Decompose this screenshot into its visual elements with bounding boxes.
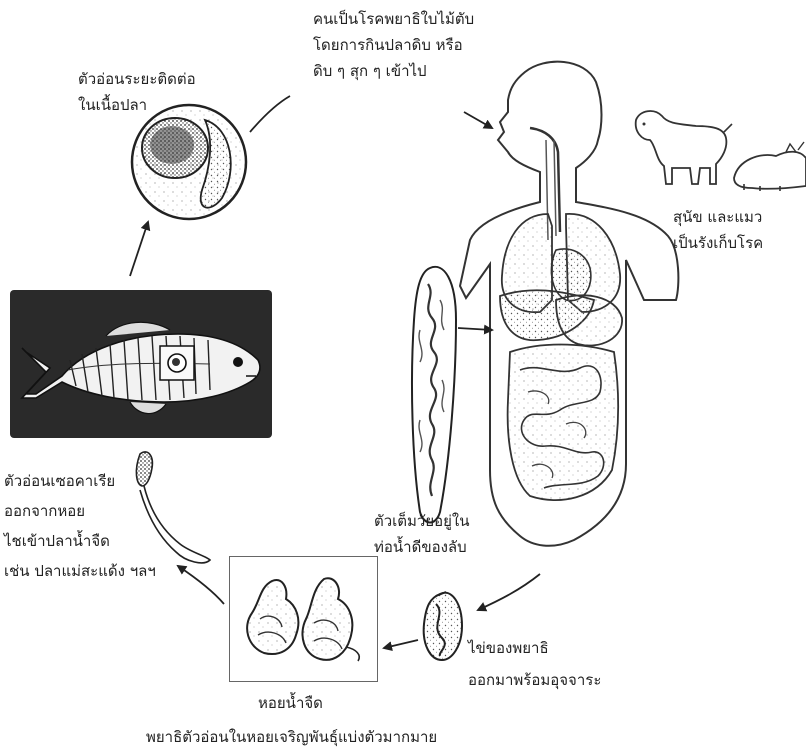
arrow-label-to-mouth xyxy=(464,112,492,128)
snail-multiplication-label: พยาธิตัวอ่อนในหอยเจริญพันธุ์แบ่งตัวมากมา… xyxy=(146,724,437,750)
dog-cat-illustration xyxy=(636,111,806,191)
fluke-egg-illustration xyxy=(424,592,462,660)
cercaria-label: ตัวอ่อนเซอคาเรีย ออกจากหอย ไชเข้าปลาน้ำจ… xyxy=(4,466,156,586)
human-infection-line-2: โดยการกินปลาดิบ หรือ xyxy=(313,32,474,58)
adult-fluke-line-2: ท่อน้ำดีของลับ xyxy=(374,534,470,560)
cercaria-line-3: ไชเข้าปลาน้ำจืด xyxy=(4,526,156,556)
arrow-cyst-to-human xyxy=(250,96,290,132)
reservoir-hosts-line-2: เป็นรังเก็บโรค xyxy=(673,230,763,256)
cyst-in-fish-line-2: ในเนื้อปลา xyxy=(78,92,196,118)
fish-illustration xyxy=(10,290,272,438)
reservoir-hosts-label: สุนัข และแมว เป็นรังเก็บโรค xyxy=(673,204,763,256)
fish-illustration-panel xyxy=(10,290,272,438)
snail-illustration-panel xyxy=(229,556,378,682)
metacercaria-cyst-illustration xyxy=(132,105,246,219)
arrow-human-to-egg xyxy=(478,574,540,610)
egg-line-2: ออกมาพร้อมอุจจาระ xyxy=(468,664,601,696)
adult-fluke-label: ตัวเต็มวัยอยู่ใน ท่อน้ำดีของลับ xyxy=(374,508,470,560)
cercaria-line-4: เช่น ปลาแม่สะแด้ง ฯลฯ xyxy=(4,556,156,586)
cercaria-line-1: ตัวอ่อนเซอคาเรีย xyxy=(4,466,156,496)
egg-label: ไข่ของพยาธิ ออกมาพร้อมอุจจาระ xyxy=(468,632,601,696)
adult-fluke-illustration xyxy=(412,267,456,523)
reservoir-hosts-line-1: สุนัข และแมว xyxy=(673,204,763,230)
arrow-fluke-to-liver xyxy=(458,328,492,330)
arrow-egg-to-snail xyxy=(384,640,418,648)
cyst-in-fish-label: ตัวอ่อนระยะติดต่อ ในเนื้อปลา xyxy=(78,66,196,118)
adult-fluke-line-1: ตัวเต็มวัยอยู่ใน xyxy=(374,508,470,534)
snail-label: หอยน้ำจืด xyxy=(258,690,323,716)
snail-illustration xyxy=(230,557,377,681)
cercaria-line-2: ออกจากหอย xyxy=(4,496,156,526)
snail-line-1: หอยน้ำจืด xyxy=(258,690,323,716)
egg-line-1: ไข่ของพยาธิ xyxy=(468,632,601,664)
cyst-in-fish-line-1: ตัวอ่อนระยะติดต่อ xyxy=(78,66,196,92)
human-infection-label: คนเป็นโรคพยาธิใบไม้ตับ โดยการกินปลาดิบ ห… xyxy=(313,6,474,84)
arrow-snail-to-cercaria xyxy=(178,566,224,604)
arrow-fish-to-cyst xyxy=(130,222,148,276)
human-infection-line-3: ดิบ ๆ สุก ๆ เข้าไป xyxy=(313,58,474,84)
snail-multiplication-line-1: พยาธิตัวอ่อนในหอยเจริญพันธุ์แบ่งตัวมากมา… xyxy=(146,724,437,750)
human-infection-line-1: คนเป็นโรคพยาธิใบไม้ตับ xyxy=(313,6,474,32)
